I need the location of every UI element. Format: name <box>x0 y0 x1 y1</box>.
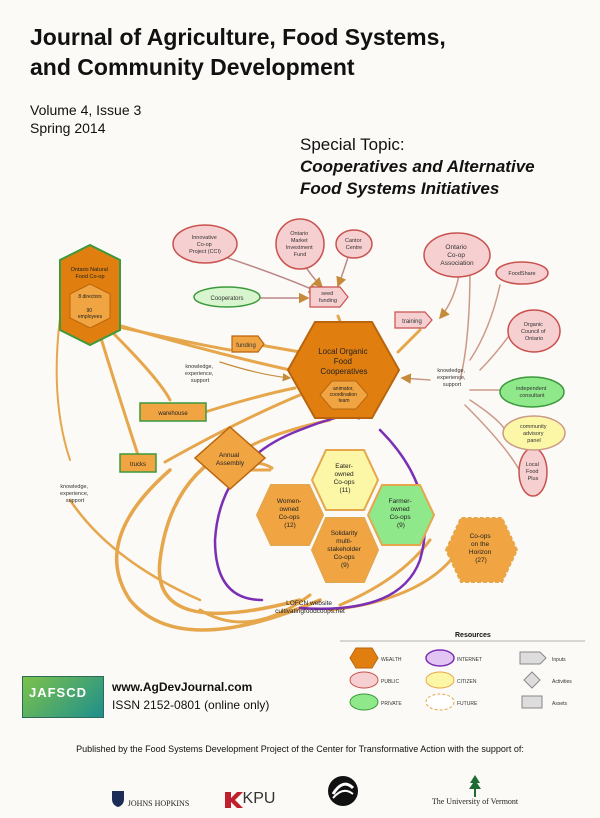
central-sub-label: animator, coordination team <box>330 386 359 404</box>
knowledge-left-label: knowledge, experience, support <box>185 364 215 384</box>
farmer-coops-label: Farmer- owned Co-ops (9) <box>389 498 414 529</box>
ofc-directors: 8 directors <box>78 294 102 300</box>
sponsor-seal <box>318 772 368 808</box>
volume-issue: Volume 4, Issue 3 <box>30 102 142 118</box>
community-panel-node <box>502 415 566 451</box>
published-by-statement: Published by the Food Systems Developmen… <box>76 744 524 754</box>
issue-season: Spring 2014 <box>30 120 106 136</box>
sponsor-uvm: The University of Vermont <box>400 772 550 808</box>
ofc-employees: 90 employees <box>78 308 103 320</box>
sponsor-johns-hopkins: JOHNS HOPKINS <box>95 772 205 808</box>
ontario-coop-association-label: Ontario Co-op Association <box>440 244 474 267</box>
top-input-nodes <box>172 218 561 497</box>
knowledge-right-label: knowledge, experience, support <box>437 368 467 388</box>
solidarity-coops-label: Solidarity multi- stakeholder Co-ops (9) <box>327 530 362 569</box>
women-coops-label: Women- owned Co-ops (12) <box>277 498 303 529</box>
cantor-centre-label: Cantor Centre <box>345 238 363 251</box>
local-food-plus-label: Local Food Plus <box>526 462 541 482</box>
connector-lines <box>55 243 523 632</box>
warehouse-label: warehouse <box>157 411 188 417</box>
legend-private-icon <box>349 693 379 711</box>
journal-title: Journal of Agriculture, Food Systems, an… <box>30 22 550 82</box>
ofc-inner-hexagon <box>69 283 111 329</box>
website-label: LOFCN website cultivatingfoodcoops.net <box>275 600 345 615</box>
trucks-label: trucks <box>130 462 146 468</box>
resources-legend: Resources WEALTH PUBLIC PRIVATE INTERNET… <box>340 632 585 711</box>
special-topic-title-line1: Cooperatives and Alternative <box>300 157 535 176</box>
annual-assembly-label: Annual Assembly <box>216 452 245 467</box>
eater-coops-hexagon <box>310 449 380 511</box>
annual-assembly-node <box>193 425 267 491</box>
organic-council-label: Organic Council of Ontario <box>521 322 547 342</box>
special-topic-title-line2: Food Systems Initiatives <box>300 179 500 198</box>
legend-public-icon <box>349 671 379 689</box>
eater-coops-label: Eater- owned Co-ops (11) <box>334 463 357 494</box>
sponsor-kpu-name: KPU <box>242 790 276 807</box>
resources-title: Resources <box>455 632 491 639</box>
special-topic-title: Cooperatives and Alternative Food System… <box>300 156 590 200</box>
cooperators-node <box>193 286 261 308</box>
ofc-title: Ontario Natural Food Co-op <box>71 267 110 280</box>
funding-node <box>231 335 265 353</box>
central-hexagon <box>286 321 401 419</box>
issn-number: ISSN 2152-0801 (online only) <box>112 698 270 712</box>
johns-hopkins-shield-icon <box>111 791 124 807</box>
horizon-coops-label: Co-ops on the Horizon (27) <box>469 533 493 564</box>
legend-inputs: Inputs <box>552 657 566 663</box>
legend-citizen-icon <box>425 671 455 689</box>
legend-assets: Assets <box>552 701 568 707</box>
solidarity-coops-hexagon <box>310 517 380 583</box>
journal-title-line2: and Community Development <box>30 54 355 80</box>
independent-consultant-label: independent consultant <box>516 386 548 399</box>
seed-funding-node <box>309 286 349 308</box>
seed-funding-label: seed funding <box>319 291 337 304</box>
horizon-coops-hexagon <box>444 517 519 583</box>
legend-inputs-icon <box>519 651 547 665</box>
legend-future-icon <box>425 693 455 711</box>
warehouse-node <box>139 402 207 422</box>
independent-consultant-node <box>499 376 565 408</box>
trucks-node <box>119 453 157 473</box>
legend-assets-icon <box>521 695 543 709</box>
special-topic-label: Special Topic: <box>300 135 405 154</box>
jafscd-logo: JAFSCD <box>22 676 104 718</box>
knowledge-bottom-label: knowledge, experience, support <box>60 484 90 504</box>
journal-title-line1: Journal of Agriculture, Food Systems, <box>30 24 446 50</box>
women-coops-hexagon <box>255 484 325 546</box>
kpu-logo-icon <box>224 792 243 808</box>
legend-wealth: WEALTH <box>381 657 402 663</box>
innovative-coop-label: Innovative Co-op Project (CCI) <box>189 235 221 255</box>
farmer-coops-hexagon <box>366 484 436 546</box>
legend-future: FUTURE <box>457 701 478 707</box>
cooperators-label: Cooperators <box>210 296 243 302</box>
legend-activities-icon <box>523 671 541 689</box>
legend-public: PUBLIC <box>381 679 399 685</box>
jafscd-logo-text: JAFSCD <box>29 685 88 700</box>
legend-wealth-icon <box>349 647 379 669</box>
journal-website[interactable]: www.AgDevJournal.com <box>112 680 253 694</box>
ontario-market-fund-label: Ontario Market Investment Fund <box>286 231 314 258</box>
sponsor-uvm-name: The University of Vermont <box>431 796 519 806</box>
uvm-tree-icon <box>469 774 481 797</box>
legend-citizen: CITIZEN <box>457 679 477 685</box>
legend-internet: INTERNET <box>457 657 482 663</box>
legend-private: PRIVATE <box>381 701 402 707</box>
training-label: training <box>402 319 422 325</box>
community-panel-label: community advisory panel <box>520 424 548 444</box>
central-inner-hexagon <box>319 380 369 410</box>
legend-activities: Activities <box>552 679 572 685</box>
legend-internet-icon <box>425 649 455 667</box>
funding-label: funding <box>236 343 256 349</box>
training-node <box>394 311 433 329</box>
sponsor-kpu: KPU <box>215 772 285 808</box>
central-title: Local Organic Food Cooperatives <box>318 347 370 376</box>
cooperative-network-diagram: Innovative Co-op Project (CCI) Ontario M… <box>55 218 585 711</box>
foodshare-label: FoodShare <box>508 271 535 277</box>
sponsor-johns-hopkins-name: JOHNS HOPKINS <box>127 799 190 808</box>
sponsor-seal-icon <box>328 776 358 806</box>
